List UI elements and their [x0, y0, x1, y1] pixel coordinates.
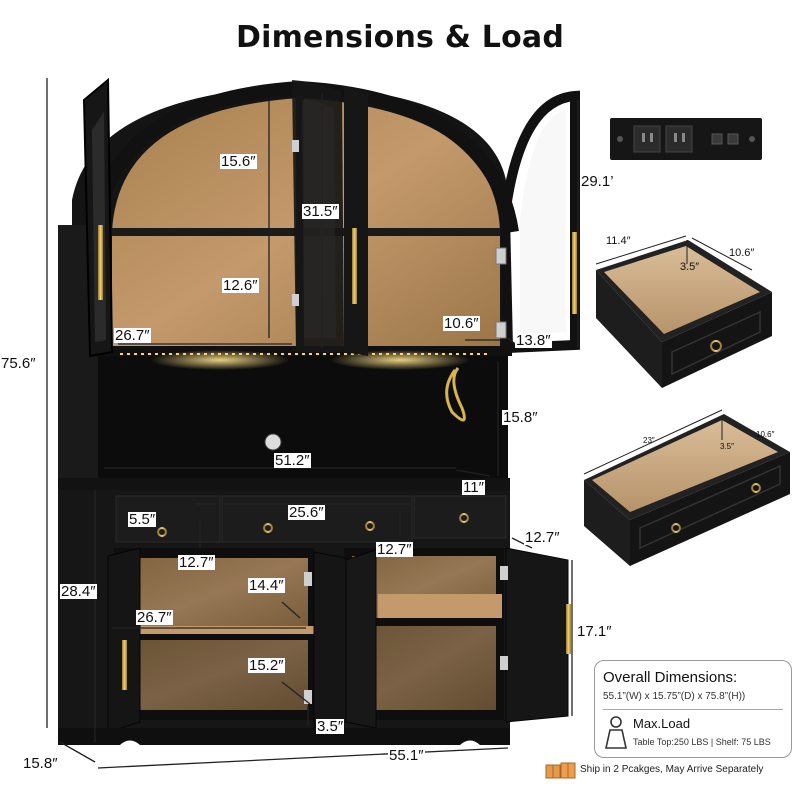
upper-hutch [58, 77, 580, 490]
shipping-note: Ship in 2 Pcakges, May Arrive Separately [545, 761, 795, 779]
small-drawer-illustration [595, 235, 772, 388]
drawer-depth-far-label: 12.7″ [524, 529, 561, 546]
small-drawer-height-label: 3.5″ [680, 261, 700, 273]
page-title: Dimensions & Load [235, 20, 564, 55]
upper-width-label: 26.7″ [114, 327, 151, 344]
lower-door-height-label: 17.1″ [576, 623, 613, 640]
lower-width-label: 26.7″ [136, 609, 173, 626]
drawer-depth-right-label: 12.7″ [376, 541, 413, 558]
drawer-width-label: 25.6″ [288, 504, 325, 521]
large-drawer-illustration [583, 409, 790, 566]
drawer-height-label: 5.5″ [128, 511, 157, 528]
large-drawer-depth-label: 10.6″ [756, 430, 775, 439]
weight-icon [605, 716, 627, 749]
power-outlet-icon [610, 118, 762, 160]
lower-shelf-height-label: 14.4″ [248, 577, 285, 594]
foot-height-label: 3.5″ [316, 718, 345, 735]
open-compartment-width-label: 51.2″ [274, 452, 311, 469]
upper-depth-label: 10.6″ [443, 315, 480, 332]
max-load-value: Table Top:250 LBS | Shelf: 75 LBS [633, 737, 771, 747]
open-compartment-height-label: 15.8″ [502, 409, 539, 426]
large-drawer-height-label: 3.5″ [720, 442, 734, 451]
small-drawer-depth-label: 10.6″ [729, 247, 755, 259]
total-height-label: 75.6″ [1, 355, 36, 372]
overall-dimensions-value: 55.1”(W) x 15.75”(D) x 75.8”(H)) [603, 691, 746, 702]
upper-side-depth-label: 13.8″ [515, 332, 552, 349]
upper-cabinet-height-label: 31.5″ [302, 203, 339, 220]
overall-dimensions-heading: Overall Dimensions: [603, 669, 738, 686]
upper-top-shelf-label: 15.6″ [220, 153, 257, 170]
dimension-lines [46, 78, 579, 769]
max-load-label: Max.Load [633, 716, 691, 731]
overall-dimensions-box: Overall Dimensions: 55.1”(W) x 15.75”(D)… [594, 660, 792, 758]
lower-cabinet [58, 490, 571, 745]
lower-height-label: 28.4″ [60, 583, 97, 600]
drawer-depth-left-label: 12.7″ [178, 554, 215, 571]
total-depth-label: 15.8″ [22, 755, 59, 772]
overall-divider [603, 709, 783, 710]
large-drawer-width-label: 23″ [643, 436, 655, 445]
total-width-label: 55.1″ [388, 747, 425, 764]
open-compartment-depth-label: 11″ [462, 479, 485, 496]
small-drawer-width-label: 11.4″ [606, 235, 631, 247]
package-icon [545, 762, 576, 779]
upper-bottom-shelf-label: 12.6″ [222, 277, 259, 294]
lower-bottom-shelf-label: 15.2″ [248, 657, 285, 674]
upper-side-height-label: 29.1’ [580, 173, 615, 190]
shipping-text: Ship in 2 Pcakges, May Arrive Separately [580, 764, 764, 775]
